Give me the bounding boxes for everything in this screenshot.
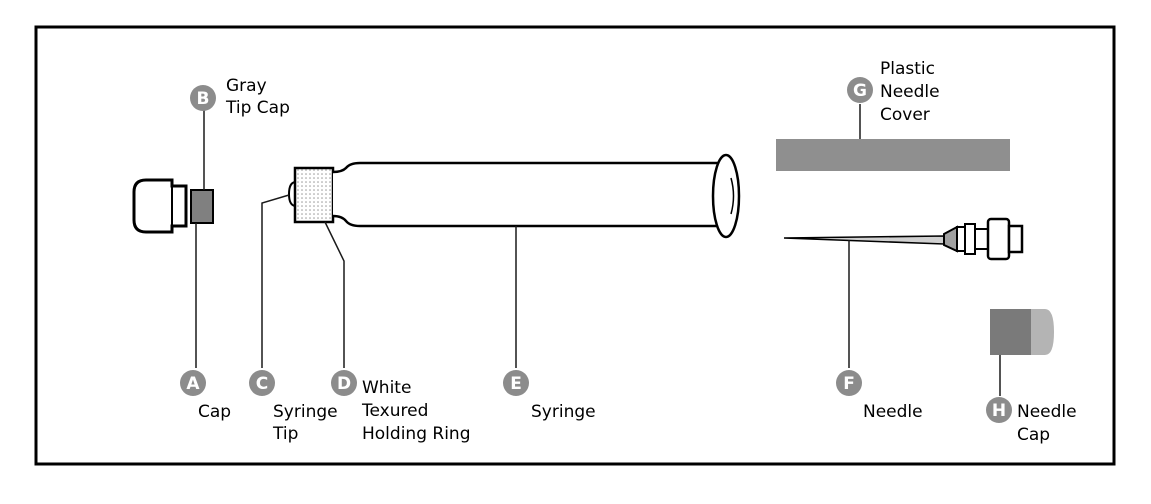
svg-text:C: C bbox=[256, 374, 268, 394]
label-g-line-2: Needle bbox=[880, 82, 940, 102]
label-g: Plastic Needle Cover bbox=[880, 59, 945, 125]
needle-illustration bbox=[783, 217, 1024, 261]
svg-text:F: F bbox=[843, 374, 855, 394]
svg-text:E: E bbox=[510, 374, 522, 394]
label-a: Cap bbox=[198, 402, 231, 422]
plastic-needle-cover-shape bbox=[776, 139, 1010, 171]
badge-a: A bbox=[180, 370, 206, 396]
cap-illustration bbox=[132, 178, 214, 234]
label-f: Needle bbox=[863, 402, 923, 422]
svg-text:H: H bbox=[992, 401, 1006, 421]
badge-f: F bbox=[836, 370, 862, 396]
label-g-line-1: Plastic bbox=[880, 59, 935, 79]
label-h-line-2: Cap bbox=[1017, 425, 1050, 445]
svg-text:A: A bbox=[186, 374, 200, 394]
badge-h: H bbox=[986, 397, 1012, 423]
leader-line-c bbox=[261, 194, 290, 368]
badge-d: D bbox=[331, 370, 357, 396]
label-a-line-1: Cap bbox=[198, 402, 231, 422]
label-e-line-1: Syringe bbox=[531, 402, 596, 422]
badge-g: G bbox=[847, 77, 873, 103]
label-d: White Texured Holding Ring bbox=[361, 378, 471, 444]
gray-tip-cap-shape bbox=[190, 189, 214, 224]
label-g-line-3: Cover bbox=[880, 105, 930, 125]
label-d-line-2: Texured bbox=[361, 401, 428, 421]
label-d-line-1: White bbox=[362, 378, 411, 398]
label-f-line-1: Needle bbox=[863, 402, 923, 422]
badge-c: C bbox=[249, 370, 275, 396]
badge-e: E bbox=[503, 370, 529, 396]
syringe-illustration bbox=[287, 153, 741, 239]
label-c-line-1: Syringe bbox=[273, 402, 338, 422]
svg-text:G: G bbox=[853, 81, 867, 101]
label-b-line-2: Tip Cap bbox=[225, 98, 290, 118]
leader-line-d bbox=[324, 221, 345, 368]
holding-ring-shape bbox=[293, 166, 335, 224]
svg-text:D: D bbox=[337, 374, 351, 394]
svg-text:B: B bbox=[197, 89, 210, 109]
needle-cap-illustration bbox=[990, 309, 1054, 355]
label-c: Syringe Tip bbox=[272, 402, 343, 444]
label-d-line-3: Holding Ring bbox=[362, 424, 471, 444]
label-b-line-1: Gray bbox=[226, 76, 267, 96]
label-h: Needle Cap bbox=[1017, 402, 1082, 445]
label-e: Syringe bbox=[531, 402, 596, 422]
label-c-line-2: Tip bbox=[272, 424, 298, 444]
badge-b: B bbox=[190, 85, 216, 111]
label-b: Gray Tip Cap bbox=[225, 76, 290, 118]
diagram-border bbox=[34, 25, 1116, 466]
label-h-line-1: Needle bbox=[1017, 402, 1077, 422]
